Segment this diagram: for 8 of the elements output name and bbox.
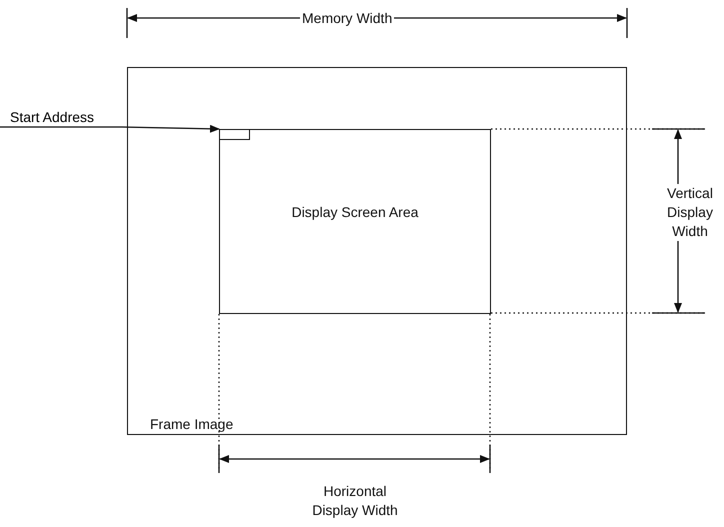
start-address-text: Start Address — [10, 109, 122, 127]
area-label: Display Screen Area — [290, 204, 420, 220]
start-address-box — [219, 129, 250, 140]
frame-label: Frame Image — [150, 416, 234, 432]
frame-box — [127, 67, 627, 435]
dimension-label: Horizontal Display Width — [311, 482, 399, 520]
display-area-box — [219, 129, 491, 314]
leader-line — [0, 124, 220, 133]
